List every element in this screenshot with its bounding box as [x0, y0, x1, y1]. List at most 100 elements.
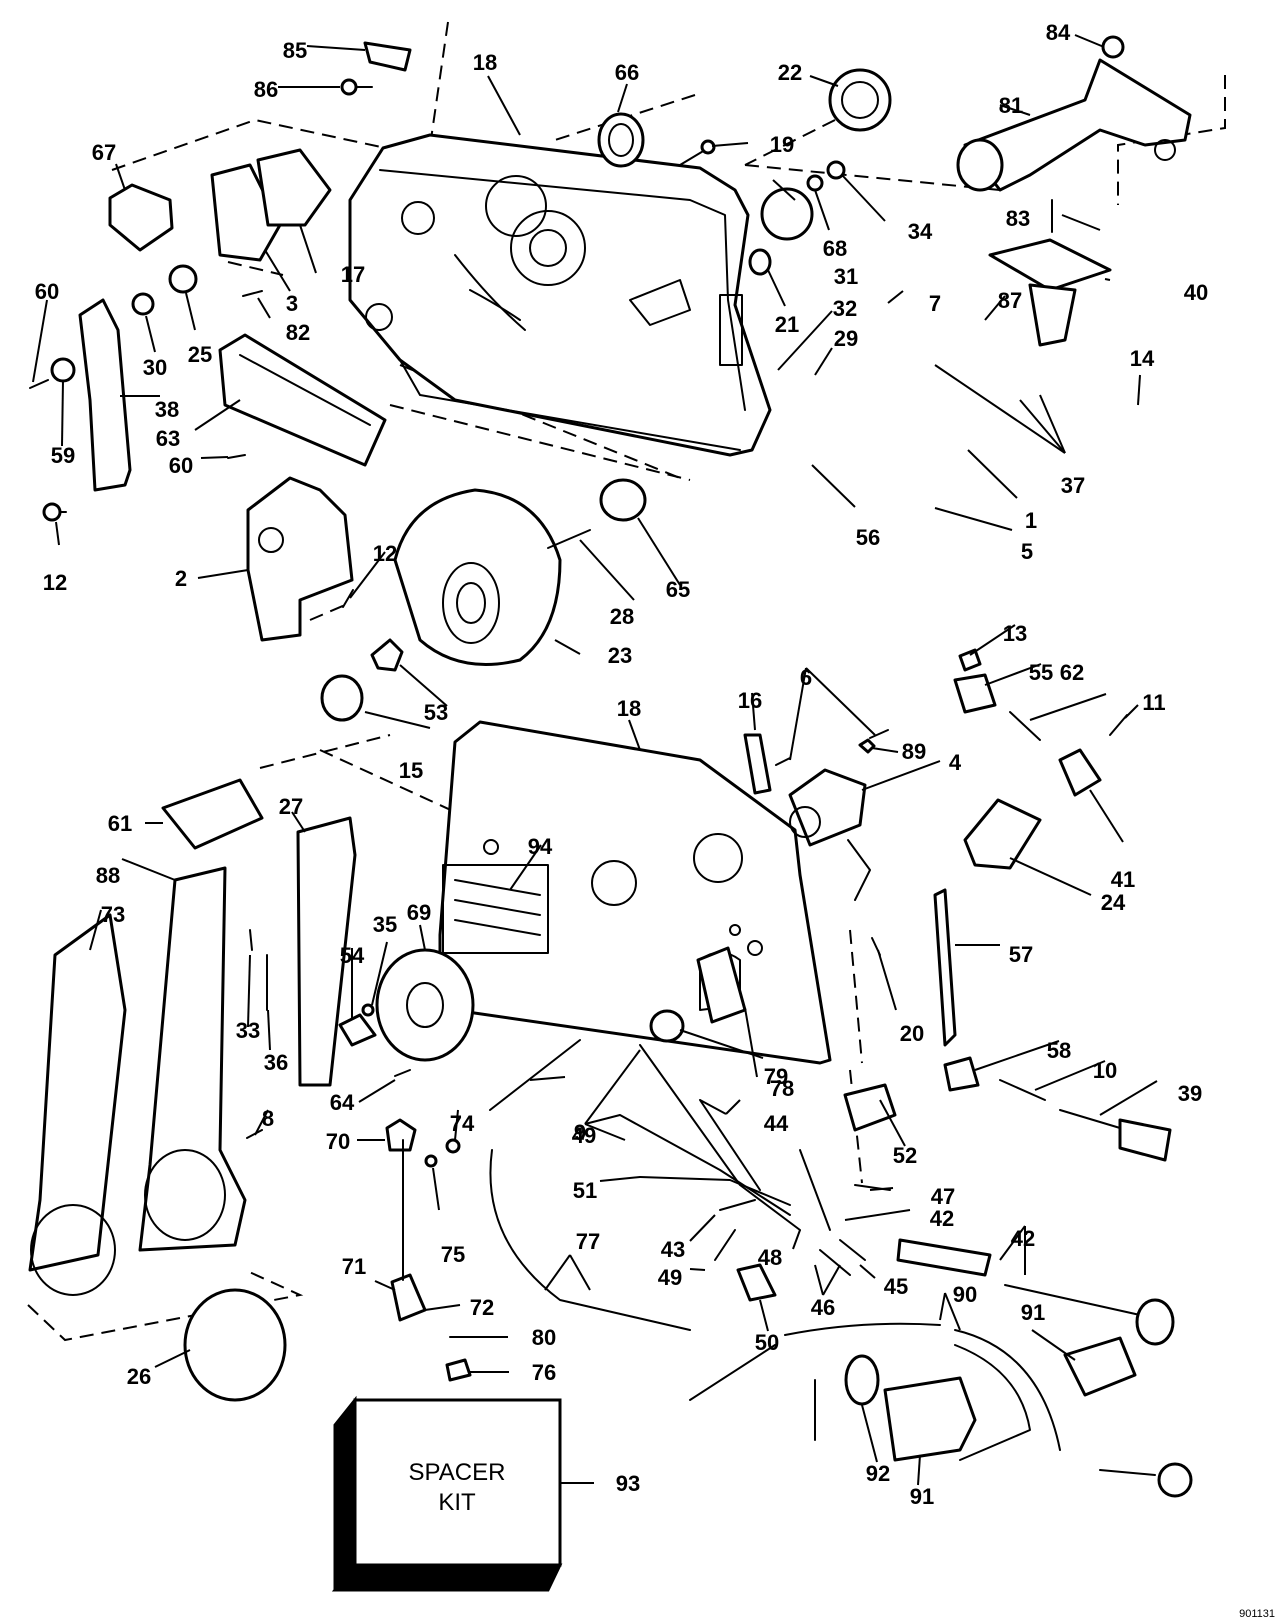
callout-18a: 18 — [473, 50, 497, 75]
sleeve-42 — [896, 1238, 992, 1277]
lever-73 — [28, 913, 127, 1296]
plate-24 — [963, 798, 1042, 870]
callout-14: 14 — [1130, 346, 1155, 371]
callout-2: 2 — [175, 566, 187, 591]
callout-1: 1 — [1025, 508, 1037, 533]
callout-57: 57 — [1009, 942, 1033, 967]
spacer-kit-line2: KIT — [438, 1489, 476, 1516]
callout-66: 66 — [615, 60, 639, 85]
callout-79: 79 — [764, 1064, 788, 1089]
lever-57 — [933, 888, 957, 1047]
callout-76: 76 — [532, 1360, 556, 1385]
screw-64 — [394, 1069, 411, 1077]
callout-36: 36 — [264, 1050, 288, 1075]
callout-39: 39 — [1178, 1081, 1202, 1106]
screw-86 — [340, 78, 373, 96]
callout-78: 78 — [770, 1076, 794, 1101]
callout-88: 88 — [96, 863, 120, 888]
callout-70: 70 — [326, 1129, 350, 1154]
callout-26: 26 — [127, 1364, 151, 1389]
leader-lines — [32, 34, 1158, 1486]
callout-40: 40 — [1184, 280, 1208, 305]
nut-74 — [445, 1138, 461, 1154]
callout-15: 15 — [399, 758, 423, 783]
callout-49a: 49 — [572, 1123, 596, 1148]
callout-91b: 91 — [910, 1484, 934, 1509]
callout-94: 94 — [528, 834, 553, 859]
callout-89: 89 — [902, 739, 926, 764]
callout-68: 68 — [823, 236, 847, 261]
callout-24: 24 — [1101, 890, 1126, 915]
callout-37: 37 — [1061, 473, 1085, 498]
callout-22: 22 — [778, 60, 802, 85]
handle-81 — [956, 58, 1192, 192]
callout-25: 25 — [188, 342, 212, 367]
washer-25 — [168, 264, 198, 294]
cam-plate-2 — [246, 476, 354, 642]
callout-30: 30 — [143, 355, 167, 380]
callout-51: 51 — [573, 1178, 597, 1203]
nut-84 — [1101, 35, 1125, 59]
screw-11 — [1109, 714, 1128, 736]
callout-59: 59 — [51, 443, 75, 468]
callout-80: 80 — [532, 1325, 556, 1350]
lens-26 — [183, 1288, 287, 1402]
callout-16: 16 — [738, 688, 762, 713]
callout-42b: 42 — [1011, 1226, 1035, 1251]
block-58 — [943, 1056, 980, 1092]
bracket-27 — [296, 816, 357, 1087]
callout-48: 48 — [758, 1245, 782, 1270]
cable-90a — [689, 1344, 776, 1401]
plate-63 — [218, 333, 387, 467]
callout-55: 55 — [1029, 660, 1053, 685]
screw-60a — [29, 379, 49, 389]
washer-59 — [50, 357, 76, 383]
screw-82 — [242, 290, 263, 297]
callout-9: 9 — [574, 1120, 586, 1145]
spring-55 — [1009, 711, 1041, 741]
grommet-15 — [320, 674, 364, 722]
disc-69 — [375, 948, 475, 1062]
gear-17 — [256, 148, 332, 227]
callout-32: 32 — [833, 296, 857, 321]
callout-41: 41 — [1111, 867, 1135, 892]
callout-23: 23 — [608, 643, 632, 668]
bolt-28 — [547, 529, 591, 549]
spring-53 — [370, 638, 404, 672]
callout-63: 63 — [156, 426, 180, 451]
pin-13 — [958, 648, 982, 672]
grommet-66 — [597, 112, 645, 168]
callout-19: 19 — [770, 132, 794, 157]
spring-30 — [131, 292, 155, 316]
callout-69: 69 — [407, 900, 431, 925]
callout-47: 47 — [931, 1184, 955, 1209]
callout-21: 21 — [775, 312, 799, 337]
callout-73: 73 — [101, 902, 125, 927]
sleeve-91b — [883, 1376, 977, 1462]
callout-77: 77 — [576, 1229, 600, 1254]
callout-35: 35 — [373, 912, 397, 937]
buzzer-52 — [843, 1083, 897, 1132]
callout-72: 72 — [470, 1295, 494, 1320]
nut-34 — [826, 160, 846, 180]
terminal-90 — [1099, 1462, 1193, 1498]
callout-numbers: 1 2 3 4 5 6 7 8 9 10 11 12 12 13 14 15 1… — [35, 20, 1208, 1509]
callout-34: 34 — [908, 219, 933, 244]
clip-54 — [338, 1013, 377, 1047]
seal-65 — [599, 478, 647, 522]
callout-49b: 49 — [658, 1265, 682, 1290]
callout-31: 31 — [834, 264, 858, 289]
washer-75 — [424, 1154, 438, 1168]
callout-50: 50 — [755, 1330, 779, 1355]
callout-54: 54 — [340, 943, 365, 968]
nut-78 — [649, 1009, 685, 1043]
callout-61: 61 — [108, 811, 132, 836]
callout-58: 58 — [1047, 1038, 1071, 1063]
callout-52: 52 — [893, 1143, 917, 1168]
callout-75: 75 — [441, 1242, 465, 1267]
callout-3: 3 — [286, 291, 298, 316]
callout-42a: 42 — [930, 1206, 954, 1231]
wiring-harness — [619, 1044, 891, 1276]
callout-85: 85 — [283, 38, 307, 63]
cable-90b — [784, 1322, 941, 1336]
